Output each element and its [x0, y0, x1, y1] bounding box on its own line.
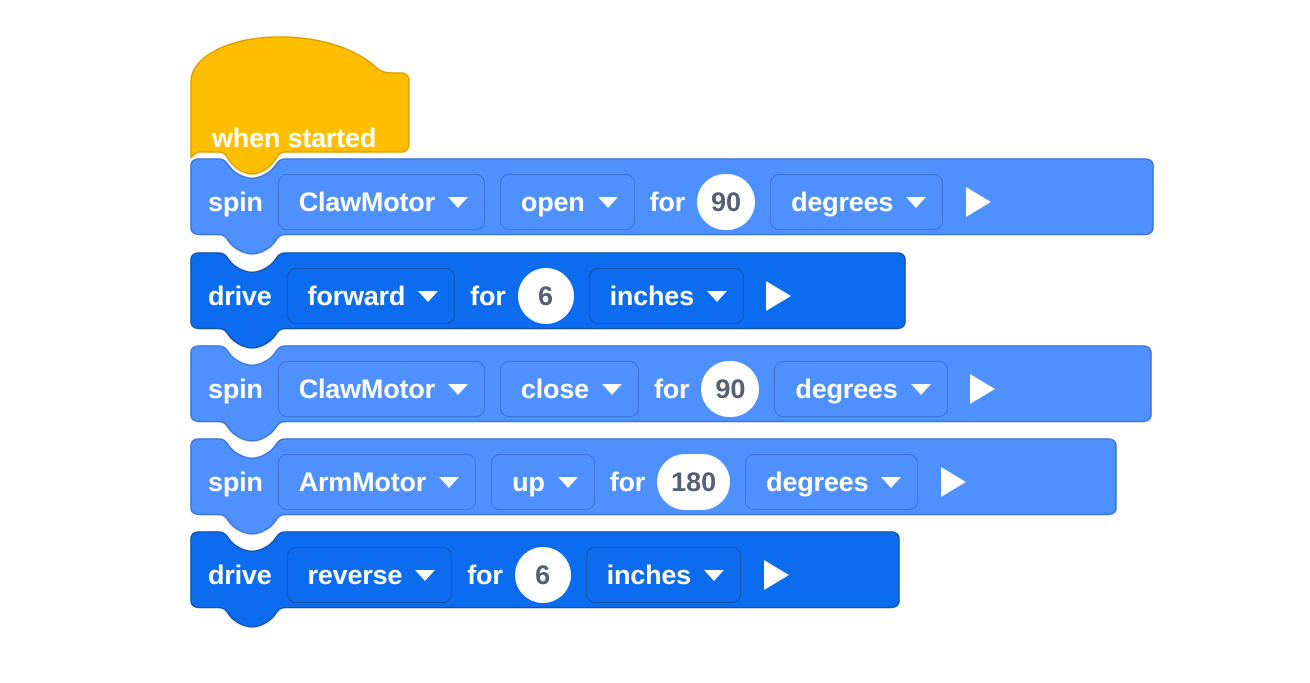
block-command-label: spin: [208, 373, 263, 404]
dropdown-units[interactable]: degrees: [745, 454, 919, 510]
dropdown-motor[interactable]: ClawMotor: [277, 174, 485, 230]
for-label: for: [653, 373, 690, 404]
number-input-amount[interactable]: 180: [657, 454, 731, 510]
chevron-down-icon: [447, 196, 468, 208]
dropdown-motor[interactable]: ClawMotor: [277, 361, 485, 417]
dropdown-motor-value: ClawMotor: [298, 186, 435, 217]
dropdown-units-value: degrees: [766, 466, 869, 497]
dropdown-motor[interactable]: ArmMotor: [277, 454, 477, 510]
number-input-amount[interactable]: 90: [701, 361, 760, 417]
for-label: for: [609, 466, 646, 497]
for-label: for: [467, 559, 503, 590]
play-icon[interactable]: [963, 367, 1003, 411]
chevron-down-icon: [557, 476, 578, 488]
for-label: for: [649, 186, 686, 217]
chevron-down-icon: [906, 196, 927, 208]
chevron-down-icon: [418, 290, 439, 302]
block-spin-clawmotor-open[interactable]: spin ClawMotor open for 90 degrees: [190, 158, 1154, 255]
number-input-amount[interactable]: 6: [514, 547, 571, 603]
chevron-down-icon: [910, 383, 931, 395]
play-icon[interactable]: [759, 274, 799, 318]
hat-block-shape: [190, 36, 410, 175]
dropdown-direction-value: open: [520, 186, 585, 217]
block-spin-clawmotor-close[interactable]: spin ClawMotor close for 90 degrees: [190, 345, 1152, 442]
hat-block-label: when started: [212, 123, 377, 153]
chevron-down-icon: [447, 383, 468, 395]
dropdown-direction-value: up: [512, 466, 545, 497]
dropdown-direction[interactable]: open: [499, 174, 635, 230]
for-label: for: [470, 280, 506, 311]
number-input-value: 90: [711, 186, 742, 217]
block-drive-reverse[interactable]: drive reverse for 6 inches: [190, 531, 900, 628]
number-input-amount[interactable]: 6: [517, 268, 574, 324]
chevron-down-icon: [706, 290, 727, 302]
chevron-down-icon: [704, 569, 724, 581]
dropdown-direction[interactable]: up: [491, 454, 595, 510]
dropdown-motor-value: ArmMotor: [298, 466, 427, 497]
dropdown-units-value: inches: [606, 559, 692, 590]
dropdown-units[interactable]: inches: [585, 547, 741, 603]
dropdown-units[interactable]: inches: [588, 268, 744, 324]
block-drive-forward[interactable]: drive forward for 6 inches: [190, 252, 906, 349]
hat-block-when-started[interactable]: when started: [190, 36, 410, 175]
number-input-value: 90: [715, 373, 746, 404]
chevron-down-icon: [439, 476, 460, 488]
block-command-label: spin: [208, 466, 263, 497]
block-command-label: drive: [208, 559, 272, 590]
dropdown-units[interactable]: degrees: [770, 174, 944, 230]
play-icon[interactable]: [933, 460, 973, 504]
number-input-value: 180: [671, 466, 717, 497]
dropdown-motor-value: ClawMotor: [298, 373, 435, 404]
dropdown-units-value: degrees: [791, 186, 894, 217]
chevron-down-icon: [597, 196, 618, 208]
block-command-label: spin: [208, 186, 263, 217]
dropdown-direction-value: forward: [307, 280, 406, 311]
dropdown-direction[interactable]: reverse: [286, 547, 453, 603]
number-input-amount[interactable]: 90: [697, 174, 756, 230]
block-spin-armmotor-up[interactable]: spin ArmMotor up for 180 degrees: [190, 438, 1117, 535]
chevron-down-icon: [601, 383, 622, 395]
dropdown-direction[interactable]: forward: [286, 268, 456, 324]
play-icon[interactable]: [958, 180, 998, 224]
chevron-down-icon: [415, 569, 436, 581]
dropdown-units-value: inches: [609, 280, 695, 311]
dropdown-direction-value: reverse: [307, 559, 403, 590]
play-icon[interactable]: [756, 553, 796, 597]
dropdown-direction-value: close: [520, 373, 589, 404]
dropdown-units[interactable]: degrees: [774, 361, 948, 417]
block-command-label: drive: [208, 280, 272, 311]
chevron-down-icon: [881, 476, 902, 488]
number-input-value: 6: [538, 280, 554, 311]
dropdown-direction[interactable]: close: [499, 361, 639, 417]
dropdown-units-value: degrees: [795, 373, 898, 404]
number-input-value: 6: [535, 559, 551, 590]
